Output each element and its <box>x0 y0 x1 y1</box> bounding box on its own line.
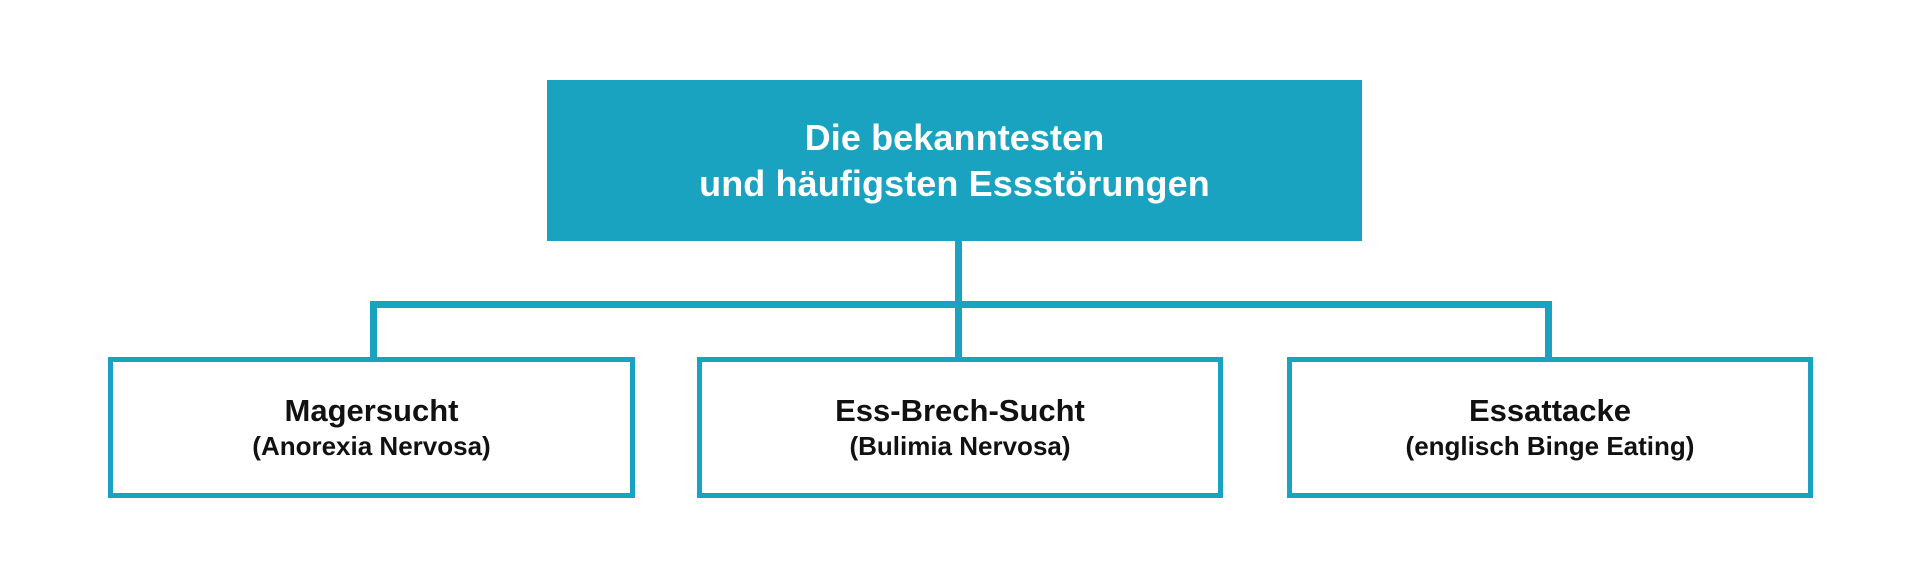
child-node-subtitle: (englisch Binge Eating) <box>1405 430 1695 461</box>
child-node-magersucht: Magersucht (Anorexia Nervosa) <box>108 357 635 498</box>
connector-root-stem <box>955 241 962 307</box>
child-node-ess-brech-sucht: Ess-Brech-Sucht (Bulimia Nervosa) <box>697 357 1223 498</box>
root-node-line-1: Die bekanntesten <box>804 116 1105 158</box>
child-node-essattacke: Essattacke (englisch Binge Eating) <box>1287 357 1813 498</box>
root-node-line-2: und häufigsten Essstörungen <box>699 162 1210 204</box>
child-node-subtitle: (Anorexia Nervosa) <box>252 430 491 461</box>
child-node-title: Magersucht <box>284 392 459 428</box>
connector-drop-right <box>1545 301 1552 359</box>
connector-drop-middle <box>955 301 962 359</box>
child-node-title: Ess-Brech-Sucht <box>835 392 1085 428</box>
connector-drop-left <box>370 301 377 359</box>
root-node: Die bekanntesten und häufigsten Essstöru… <box>547 80 1362 241</box>
child-node-subtitle: (Bulimia Nervosa) <box>849 430 1071 461</box>
child-node-title: Essattacke <box>1468 392 1631 428</box>
